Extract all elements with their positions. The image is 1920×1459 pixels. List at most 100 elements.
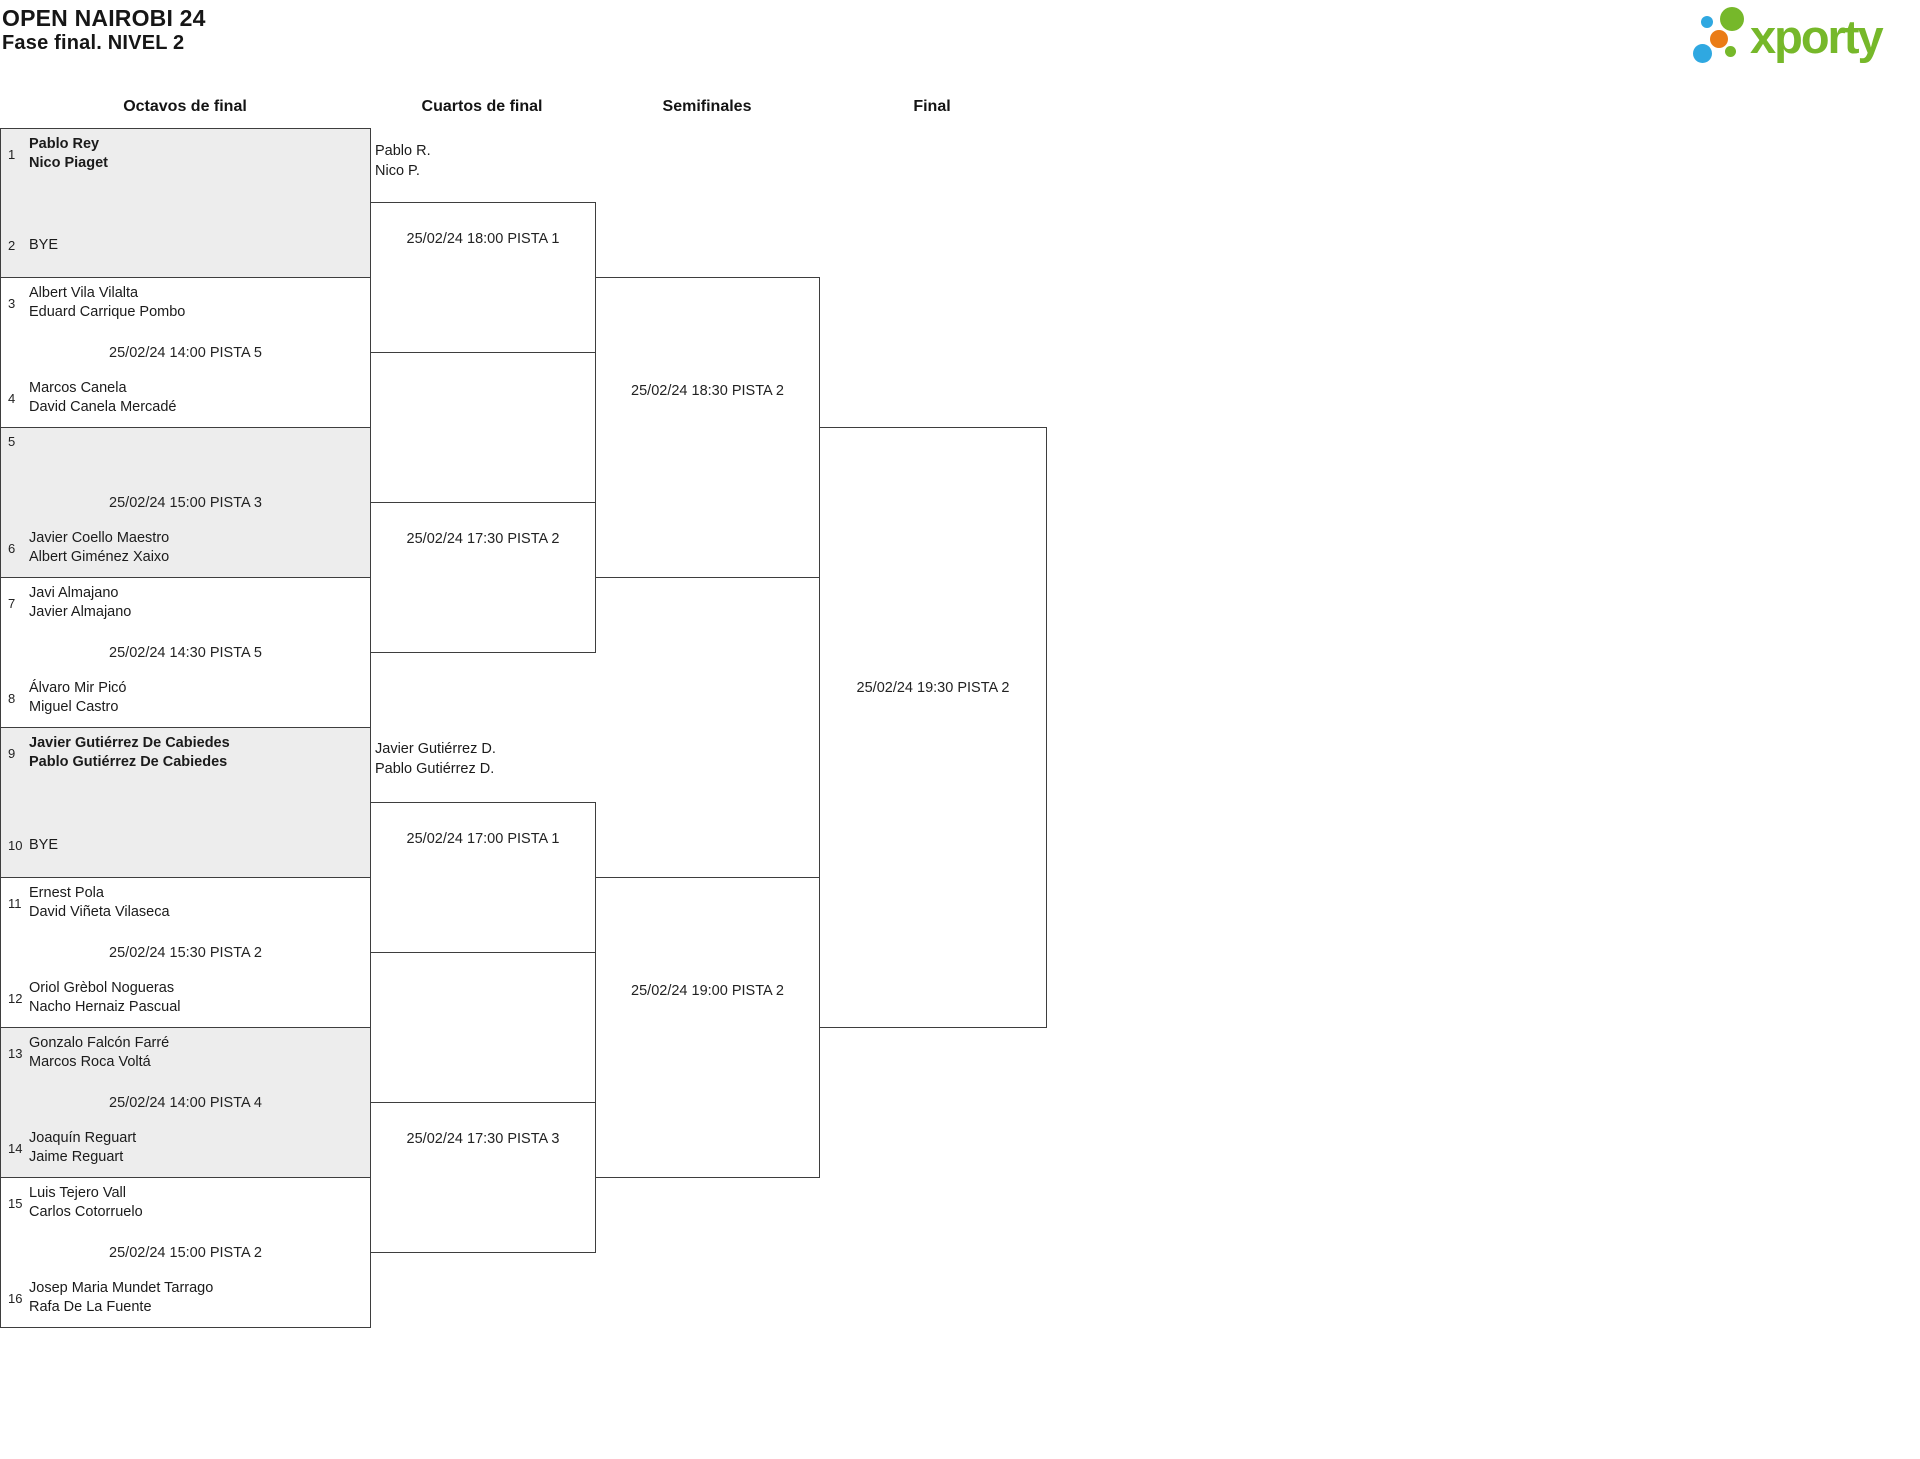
pair-names: Oriol Grèbol Nogueras Nacho Hernaiz Pasc… — [29, 979, 181, 1017]
seed-number: 9 — [8, 745, 16, 761]
player-name: Nico P. — [375, 162, 420, 179]
page-subtitle: Fase final. NIVEL 2 — [2, 32, 185, 54]
pair-names: Gonzalo Falcón Farré Marcos Roca Voltá — [29, 1034, 169, 1072]
round-header-semifinales: Semifinales — [662, 98, 752, 115]
player-name: Javier Almajano — [29, 604, 132, 620]
player-name: Javier Coello Maestro — [29, 530, 170, 546]
pair-names: Pablo Rey Nico Piaget — [29, 135, 108, 173]
match-box-r16-6[interactable]: 11 Ernest Pola David Viñeta Vilaseca 25/… — [0, 877, 371, 1028]
player-name: Ernest Pola — [29, 885, 104, 901]
match-box-r16-3[interactable]: 5 25/02/24 15:00 PISTA 3 6 Javier Coello… — [0, 427, 371, 578]
seed-number: 8 — [8, 690, 16, 706]
advanced-pair-qf1: Pablo R. Nico P. — [375, 142, 675, 181]
entry-seed-1: 1 Pablo Rey Nico Piaget — [8, 135, 364, 173]
pair-names: Ernest Pola David Viñeta Vilaseca — [29, 884, 170, 922]
pair-names: Marcos Canela David Canela Mercadé — [29, 379, 177, 417]
match-datetime: 25/02/24 14:30 PISTA 5 — [109, 644, 262, 661]
entry-seed-6: 6 Javier Coello Maestro Albert Giménez X… — [8, 529, 364, 567]
match-datetime: 25/02/24 15:00 PISTA 3 — [109, 494, 262, 511]
player-name: Álvaro Mir Picó — [29, 680, 127, 696]
player-name: Javier Gutiérrez De Cabiedes — [29, 735, 230, 751]
entry-seed-3: 3 Albert Vila Vilalta Eduard Carrique Po… — [8, 284, 364, 322]
player-name: BYE — [29, 237, 59, 253]
match-datetime: 25/02/24 15:00 PISTA 2 — [109, 1244, 262, 1261]
player-name: Josep Maria Mundet Tarrago — [29, 1280, 214, 1296]
match-box-r16-1[interactable]: 1 Pablo Rey Nico Piaget 2 BYE — [0, 128, 371, 278]
player-name: Javier Gutiérrez D. — [375, 741, 496, 757]
match-datetime: 25/02/24 19:00 PISTA 2 — [631, 983, 784, 999]
player-name: Luis Tejero Vall — [29, 1185, 126, 1201]
match-datetime: 25/02/24 17:30 PISTA 2 — [406, 531, 560, 547]
match-box-r16-5[interactable]: 9 Javier Gutiérrez De Cabiedes Pablo Gut… — [0, 727, 371, 878]
entry-seed-11: 11 Ernest Pola David Viñeta Vilaseca — [8, 884, 364, 922]
entry-seed-4: 4 Marcos Canela David Canela Mercadé — [8, 379, 364, 417]
pair-names: Albert Vila Vilalta Eduard Carrique Pomb… — [29, 284, 185, 322]
entry-seed-15: 15 Luis Tejero Vall Carlos Cotorruelo — [8, 1184, 364, 1222]
seed-number: 4 — [8, 390, 16, 406]
player-name: Miguel Castro — [29, 699, 119, 715]
match-box-qf-3[interactable]: 25/02/24 17:00 PISTA 1 — [370, 802, 596, 953]
pair-names: Álvaro Mir Picó Miguel Castro — [29, 679, 127, 717]
match-datetime: 25/02/24 14:00 PISTA 5 — [109, 344, 262, 361]
match-box-r16-8[interactable]: 15 Luis Tejero Vall Carlos Cotorruelo 25… — [0, 1177, 371, 1328]
pair-names: BYE — [29, 836, 58, 855]
pair-names: Javier Coello Maestro Albert Giménez Xai… — [29, 529, 169, 567]
player-name: David Viñeta Vilaseca — [29, 904, 170, 920]
match-box-qf-2[interactable]: 25/02/24 17:30 PISTA 2 — [370, 502, 596, 653]
logo-dot-blue-small — [1701, 16, 1713, 28]
match-datetime: 25/02/24 15:30 PISTA 2 — [109, 944, 262, 961]
player-name: Marcos Canela — [29, 380, 127, 396]
match-box-r16-7[interactable]: 13 Gonzalo Falcón Farré Marcos Roca Volt… — [0, 1027, 371, 1178]
seed-number: 12 — [8, 990, 23, 1006]
logo-dot-green-small — [1725, 46, 1736, 57]
match-datetime: 25/02/24 17:30 PISTA 3 — [406, 1131, 560, 1147]
pair-names: Josep Maria Mundet Tarrago Rafa De La Fu… — [29, 1279, 213, 1317]
match-box-r16-4[interactable]: 7 Javi Almajano Javier Almajano 25/02/24… — [0, 577, 371, 728]
round-header-octavos: Octavos de final — [123, 98, 247, 115]
player-name: Pablo R. — [375, 143, 431, 159]
entry-seed-9: 9 Javier Gutiérrez De Cabiedes Pablo Gut… — [8, 734, 364, 772]
round-header-cuartos: Cuartos de final — [421, 98, 543, 115]
entry-seed-13: 13 Gonzalo Falcón Farré Marcos Roca Volt… — [8, 1034, 364, 1072]
pair-names: Javi Almajano Javier Almajano — [29, 584, 131, 622]
player-name: Albert Giménez Xaixo — [29, 549, 170, 565]
match-box-r16-2[interactable]: 3 Albert Vila Vilalta Eduard Carrique Po… — [0, 277, 371, 428]
logo-dot-green-large — [1720, 7, 1744, 31]
match-box-qf-1[interactable]: 25/02/24 18:00 PISTA 1 — [370, 202, 596, 353]
logo-dot-blue-large — [1693, 44, 1712, 63]
seed-number: 10 — [8, 838, 23, 853]
pair-names: Joaquín Reguart Jaime Reguart — [29, 1129, 136, 1167]
seed-number: 16 — [8, 1290, 23, 1306]
player-name: Eduard Carrique Pombo — [29, 304, 186, 320]
entry-seed-12: 12 Oriol Grèbol Nogueras Nacho Hernaiz P… — [8, 979, 364, 1017]
pair-names: BYE — [29, 236, 58, 255]
match-box-qf-4[interactable]: 25/02/24 17:30 PISTA 3 — [370, 1102, 596, 1253]
seed-number: 15 — [8, 1195, 23, 1211]
round-header-final: Final — [913, 98, 951, 115]
player-name: Pablo Gutiérrez D. — [375, 760, 495, 777]
player-name: BYE — [29, 837, 59, 853]
page-title: OPEN NAIROBI 24 — [2, 5, 206, 31]
entry-seed-5: 5 — [8, 434, 364, 449]
player-name: Gonzalo Falcón Farré — [29, 1035, 170, 1051]
player-name: Pablo Gutiérrez De Cabiedes — [29, 754, 228, 770]
match-box-sf-1[interactable]: 25/02/24 18:30 PISTA 2 — [595, 277, 820, 578]
seed-number: 6 — [8, 540, 16, 556]
pair-names: Luis Tejero Vall Carlos Cotorruelo — [29, 1184, 143, 1222]
seed-number: 13 — [8, 1045, 23, 1061]
pair-names: Javier Gutiérrez De Cabiedes Pablo Gutié… — [29, 734, 230, 772]
entry-seed-7: 7 Javi Almajano Javier Almajano — [8, 584, 364, 622]
entry-seed-8: 8 Álvaro Mir Picó Miguel Castro — [8, 679, 364, 717]
match-box-sf-2[interactable]: 25/02/24 19:00 PISTA 2 — [595, 877, 820, 1178]
match-datetime: 25/02/24 18:00 PISTA 1 — [406, 231, 560, 247]
player-name: Rafa De La Fuente — [29, 1299, 152, 1315]
match-box-final[interactable]: 25/02/24 19:30 PISTA 2 — [819, 427, 1047, 1028]
player-name: Nacho Hernaiz Pascual — [29, 999, 181, 1015]
seed-number: 11 — [8, 895, 22, 911]
seed-number: 5 — [8, 434, 16, 449]
player-name: Marcos Roca Voltá — [29, 1054, 151, 1070]
seed-number: 7 — [8, 595, 16, 611]
player-name: Joaquín Reguart — [29, 1130, 137, 1146]
entry-seed-10: 10 BYE — [8, 836, 364, 855]
match-datetime: 25/02/24 14:00 PISTA 4 — [109, 1094, 262, 1111]
